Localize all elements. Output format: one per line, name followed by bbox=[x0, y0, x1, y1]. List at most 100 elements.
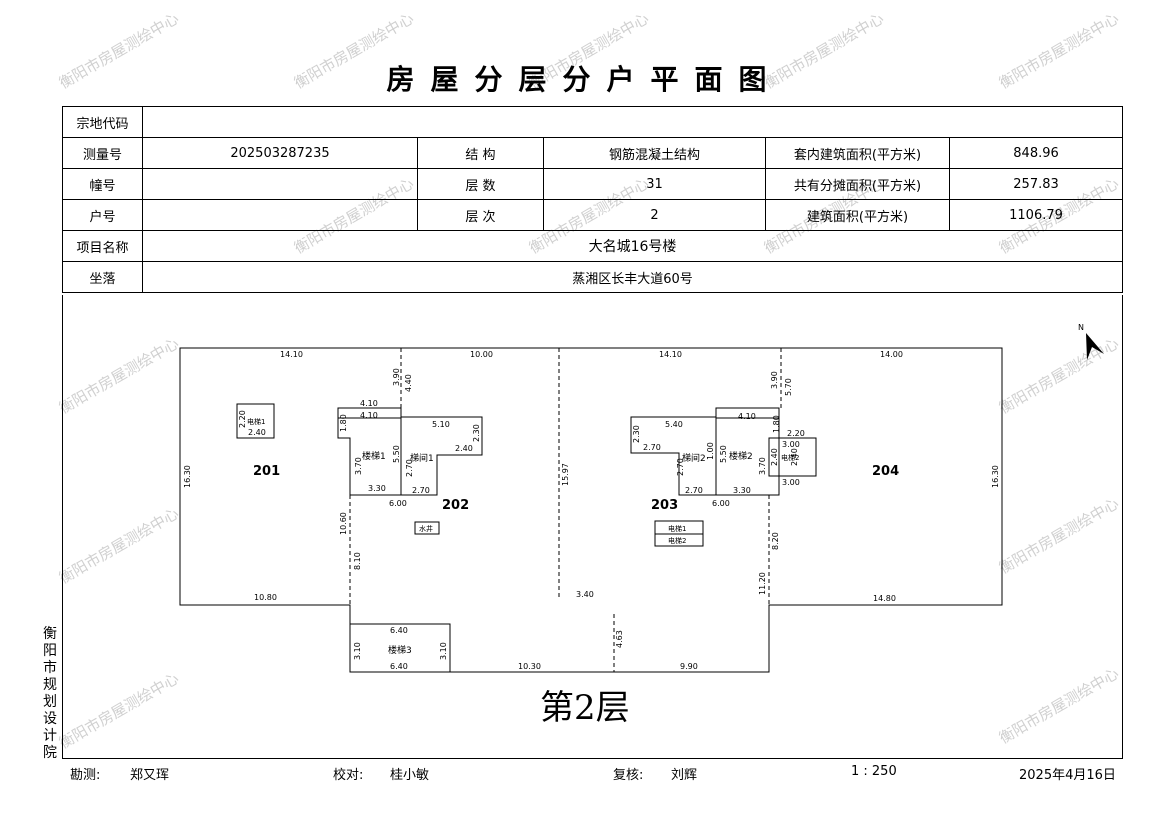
dim-label: 2.20 bbox=[238, 410, 247, 428]
dim-label: 6.40 bbox=[390, 626, 408, 635]
dim-label: 3.00 bbox=[782, 478, 800, 487]
dim-label: 1.80 bbox=[772, 415, 781, 433]
unit-204-label: 204 bbox=[872, 464, 899, 479]
dim-label: 2.40 bbox=[790, 448, 799, 466]
table-row: 幢号 层 数 31 共有分摊面积(平方米) 257.83 bbox=[62, 168, 1124, 200]
dim-label: 1.80 bbox=[339, 414, 348, 432]
dim-label: 5.50 bbox=[719, 445, 728, 463]
dim-label: 3.70 bbox=[354, 457, 363, 475]
dim-label: 2.70 bbox=[676, 458, 685, 476]
dim-label: 2.40 bbox=[770, 448, 779, 466]
dim-label: 2.30 bbox=[632, 425, 641, 443]
dim-label: 8.20 bbox=[771, 532, 780, 550]
total-area-label: 建筑面积(平方米) bbox=[765, 199, 950, 231]
floor-level-value: 2 bbox=[543, 199, 766, 231]
table-row: 坐落 蒸湘区长丰大道60号 bbox=[62, 261, 1124, 293]
dim-label: 2.20 bbox=[787, 429, 805, 438]
floors-value: 31 bbox=[543, 168, 766, 200]
dim-label: 5.10 bbox=[432, 420, 450, 429]
location-value: 蒸湘区长丰大道60号 bbox=[141, 261, 1124, 293]
inner-area-value: 848.96 bbox=[948, 137, 1124, 169]
room-stairhall1: 梯间1 bbox=[410, 452, 434, 464]
dim-label: 10.00 bbox=[470, 350, 493, 359]
table-row: 测量号 202503287235 结 构 钢筋混凝土结构 套内建筑面积(平方米)… bbox=[62, 137, 1124, 169]
dim-label: 4.10 bbox=[360, 399, 378, 408]
dim-label: 6.40 bbox=[390, 662, 408, 671]
north-label: N bbox=[1078, 323, 1084, 332]
room-elevator-a: 电梯1 bbox=[247, 417, 265, 426]
dim-label: 3.30 bbox=[368, 484, 386, 493]
dim-label: 2.30 bbox=[472, 424, 481, 442]
unit-201-label: 201 bbox=[253, 464, 280, 479]
room-water-well: 水井 bbox=[419, 524, 433, 533]
structure-value: 钢筋混凝土结构 bbox=[543, 137, 766, 169]
footer-review-label: 复核: bbox=[613, 768, 644, 783]
dim-label: 2.40 bbox=[455, 444, 473, 453]
north-arrow-icon bbox=[1086, 333, 1104, 360]
dim-label: 14.10 bbox=[280, 350, 303, 359]
plan-frame bbox=[62, 295, 1123, 759]
room-stair1: 楼梯1 bbox=[362, 450, 386, 462]
dim-label: 3.40 bbox=[576, 590, 594, 599]
dim-label: 16.30 bbox=[991, 465, 1000, 488]
room-elevator-b: 电梯2 bbox=[781, 453, 799, 462]
footer-check-label: 校对: bbox=[333, 768, 364, 783]
room-stair3: 楼梯3 bbox=[388, 644, 412, 656]
footer-date: 2025年4月16日 bbox=[1019, 768, 1116, 783]
dim-label: 3.00 bbox=[782, 440, 800, 449]
dim-label: 2.70 bbox=[405, 459, 414, 477]
core2-outline bbox=[630, 407, 780, 496]
room-elevator-c2: 电梯2 bbox=[668, 536, 686, 545]
building-label: 幢号 bbox=[62, 168, 143, 200]
elevator1-box bbox=[236, 403, 275, 439]
project-label: 项目名称 bbox=[62, 230, 143, 262]
water-well-box bbox=[414, 521, 440, 535]
dim-label: 8.10 bbox=[353, 552, 362, 570]
unit-202-label: 202 bbox=[442, 498, 469, 513]
dim-label: 2.70 bbox=[643, 443, 661, 452]
unit-203-label: 203 bbox=[651, 498, 678, 513]
dim-label: 2.70 bbox=[685, 486, 703, 495]
dim-label: 3.70 bbox=[758, 457, 767, 475]
dim-label: 14.00 bbox=[880, 350, 903, 359]
dim-label: 2.40 bbox=[248, 428, 266, 437]
dim-label: 3.90 bbox=[392, 368, 401, 386]
dim-label: 3.10 bbox=[353, 642, 362, 660]
info-table: 宗地代码 测量号 202503287235 结 构 钢筋混凝土结构 套内建筑面积… bbox=[62, 106, 1124, 293]
dim-label: 3.90 bbox=[770, 371, 779, 389]
dim-label: 15.97 bbox=[561, 463, 570, 486]
page-title: 房屋分层分户平面图 bbox=[386, 63, 783, 96]
room-elevator-c1: 电梯1 bbox=[668, 524, 686, 533]
floor-label: 第2层 bbox=[540, 688, 630, 728]
room-stair2: 楼梯2 bbox=[729, 450, 753, 462]
dim-label: 4.63 bbox=[615, 630, 624, 648]
footer-checker: 桂小敏 bbox=[390, 768, 430, 783]
dim-label: 10.30 bbox=[518, 662, 541, 671]
room-stairhall2: 梯间2 bbox=[682, 452, 706, 464]
dim-label: 3.30 bbox=[733, 486, 751, 495]
dim-label: 9.90 bbox=[680, 662, 698, 671]
stair3-box bbox=[349, 623, 451, 673]
dim-label: 10.60 bbox=[339, 512, 348, 535]
dim-label: 14.10 bbox=[659, 350, 682, 359]
shared-area-value: 257.83 bbox=[948, 168, 1124, 200]
dim-label: 6.00 bbox=[712, 499, 730, 508]
dim-label: 16.30 bbox=[183, 465, 192, 488]
total-area-value: 1106.79 bbox=[948, 199, 1124, 231]
footer-scale: 1 : 250 bbox=[851, 764, 897, 779]
dim-label: 3.10 bbox=[439, 642, 448, 660]
dim-label: 6.00 bbox=[389, 499, 407, 508]
footer-surveyor: 郑又珲 bbox=[130, 768, 170, 783]
dim-label: 5.40 bbox=[665, 420, 683, 429]
dim-label: 11.20 bbox=[758, 572, 767, 595]
dim-label: 4.10 bbox=[738, 412, 756, 421]
dim-label: 5.50 bbox=[392, 445, 401, 463]
dim-label: 10.80 bbox=[254, 593, 277, 602]
footer-reviewer: 刘辉 bbox=[671, 768, 698, 783]
parcel-code-label: 宗地代码 bbox=[62, 106, 143, 138]
plan-outline bbox=[179, 347, 1003, 673]
dim-label: 1.00 bbox=[706, 442, 715, 460]
dim-label: 4.40 bbox=[404, 374, 413, 392]
dim-label: 5.70 bbox=[784, 378, 793, 396]
